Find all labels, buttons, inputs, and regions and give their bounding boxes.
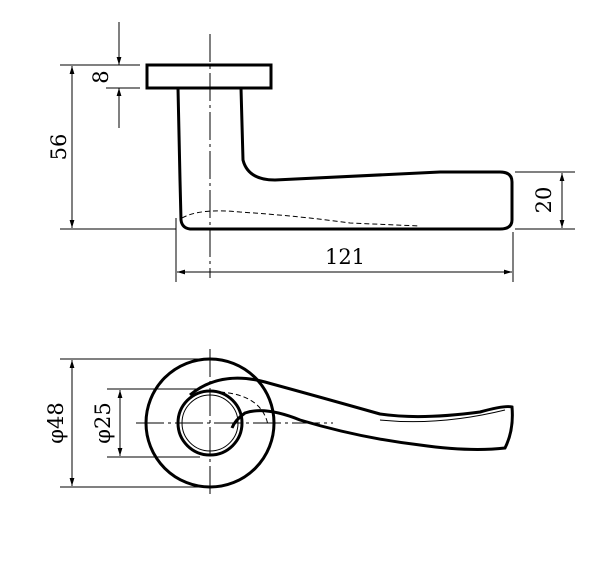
rose-plate	[145, 63, 273, 90]
lever-outline	[176, 87, 514, 231]
dim-rose-diameter-label: φ48	[44, 402, 68, 443]
hidden-neck-arc	[219, 391, 269, 426]
dim-total-height-label: 56	[47, 134, 71, 161]
lever-inner-edge	[379, 409, 506, 423]
dimension-total-height: 56	[47, 64, 176, 230]
dim-lever-height-label: 20	[532, 187, 556, 214]
lever-hidden-edge	[181, 210, 421, 227]
dim-rose-thickness-label: 8	[89, 70, 113, 83]
dimension-lever-height: 20	[515, 171, 575, 230]
dimension-rose-thickness: 8	[89, 22, 140, 128]
side-view: 8 56 20 121	[47, 22, 575, 282]
dimension-lever-length: 121	[175, 218, 514, 282]
top-view: φ48 φ25	[44, 349, 514, 497]
lever-top-outline	[189, 376, 514, 451]
dimension-neck-diameter: φ25	[91, 388, 200, 458]
dimension-rose-diameter: φ48	[44, 358, 215, 488]
dim-lever-length-label: 121	[325, 245, 365, 269]
dim-neck-diameter-label: φ25	[91, 402, 115, 443]
